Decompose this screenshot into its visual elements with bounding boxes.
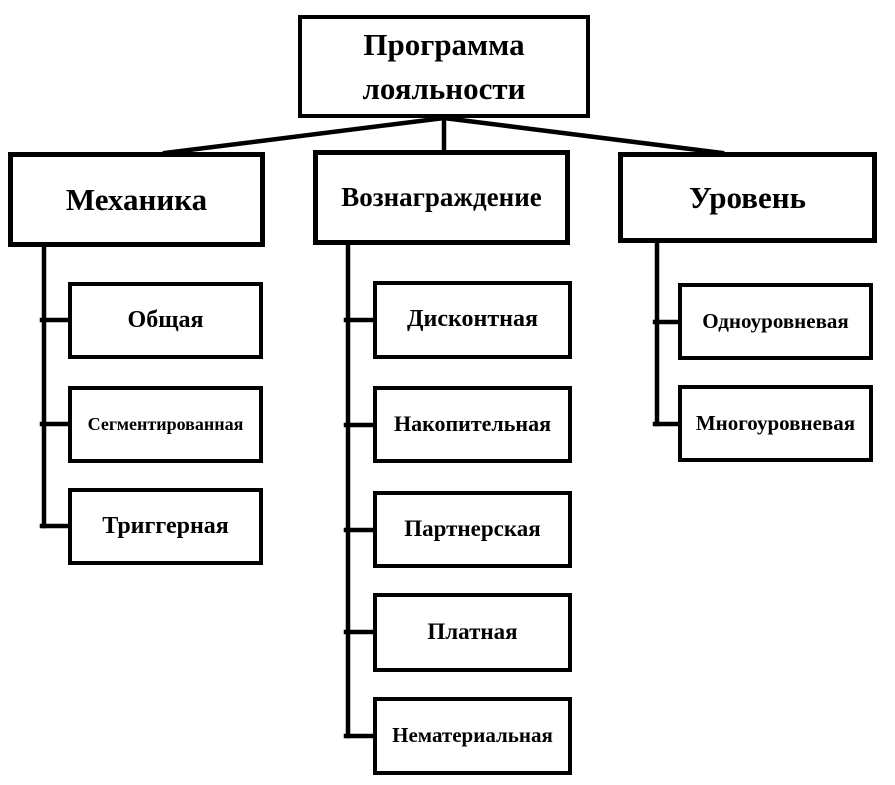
node-leaf-obshchaya: Общая	[68, 282, 263, 359]
node-leaf-mnogourovnevaya: Многоуровневая	[678, 385, 873, 462]
edge-root-to-level	[441, 115, 725, 156]
node-leaf-odnourovnevaya: Одноуровневая	[678, 283, 873, 360]
node-leaf-nakopitelnaya: Накопительная	[373, 386, 572, 463]
node-leaf-platnaya: Платная	[373, 593, 572, 672]
node-leaf-nematerialnaya: Нематериальная	[373, 697, 572, 775]
node-leaf-partnerskaya: Партнерская	[373, 491, 572, 568]
node-branch-mechanics: Механика	[8, 152, 265, 247]
node-branch-reward: Вознаграждение	[313, 150, 570, 245]
node-root-loyalty-program: Программа лояльности	[298, 15, 590, 118]
node-leaf-segmentirovannaya: Сегментированная	[68, 386, 263, 463]
node-leaf-diskontnaya: Дисконтная	[373, 281, 572, 359]
node-branch-level: Уровень	[618, 152, 877, 243]
edge-root-to-mechanics	[162, 115, 447, 156]
node-leaf-triggernaya: Триггерная	[68, 488, 263, 565]
